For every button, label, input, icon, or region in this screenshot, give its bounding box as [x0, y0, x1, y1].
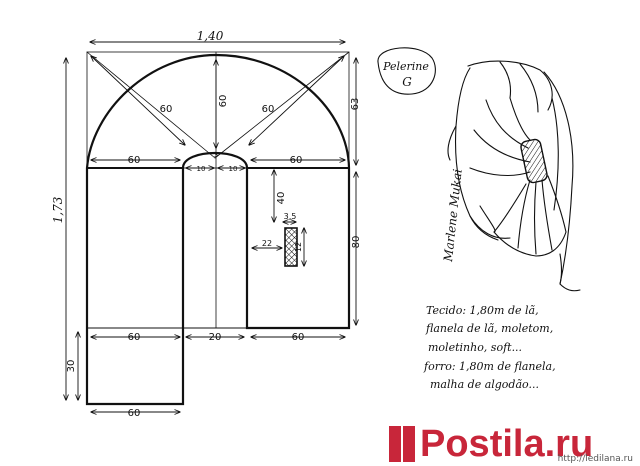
watermark-brand: Postila.ru — [420, 423, 593, 465]
pelerine-illustration — [447, 60, 581, 292]
label-pocket-offset: 40 — [276, 192, 287, 205]
note-line-2: flanela de lã, moletom, — [425, 322, 553, 335]
label-total-height: 1,73 — [51, 196, 65, 223]
label-pocket-gap: 22 — [262, 239, 272, 248]
title-line2: G — [402, 75, 412, 89]
label-neck-left: 10 — [197, 165, 206, 173]
designer-signature: Marlene Mukai — [441, 168, 465, 263]
label-arc-right-height: 63 — [350, 98, 361, 111]
label-arc-diag-left: 60 — [160, 104, 173, 115]
label-tail-width: 60 — [128, 408, 141, 419]
label-arc-diag-right: 60 — [262, 104, 275, 115]
material-notes: Tecido: 1,80m de lã, flanela de lã, mole… — [423, 304, 556, 391]
pattern-diagram — [66, 42, 356, 412]
note-line-5: malha de algodão... — [430, 378, 539, 391]
watermark-logo-icon — [389, 426, 415, 462]
title-line1: Pelerine — [382, 60, 429, 73]
label-bottom-right: 60 — [292, 332, 305, 343]
label-neck-mark: 3 — [214, 151, 218, 159]
note-line-3: moletinho, soft... — [428, 341, 522, 354]
label-tail-height: 30 — [66, 360, 77, 373]
dimension-labels: 1,40 1,73 60 60 60 63 60 60 10 10 3 80 4… — [51, 29, 362, 419]
title-bubble — [377, 47, 436, 95]
note-line-4: forro: 1,80m de flanela, — [423, 360, 556, 373]
watermark-url: http://ledilana.ru — [558, 454, 633, 464]
label-pocket-height: 12 — [294, 242, 303, 252]
label-arc-center: 60 — [218, 95, 229, 108]
label-pocket-width: 3,5 — [284, 212, 297, 221]
label-bottom-center: 20 — [209, 332, 222, 343]
label-bottom-left: 60 — [128, 332, 141, 343]
construction-lines — [86, 51, 350, 329]
model-title: Pelerine G — [377, 47, 436, 95]
dimension-arrows — [66, 42, 356, 412]
label-body-right-height: 80 — [351, 236, 362, 249]
label-shoulder-right: 60 — [290, 155, 303, 166]
label-neck-right: 10 — [229, 165, 238, 173]
label-shoulder-left: 60 — [128, 155, 141, 166]
watermark: Postila.ru http://ledilana.ru — [389, 423, 633, 465]
label-top-width: 1,40 — [197, 29, 224, 43]
note-line-1: Tecido: 1,80m de lã, — [426, 304, 539, 317]
